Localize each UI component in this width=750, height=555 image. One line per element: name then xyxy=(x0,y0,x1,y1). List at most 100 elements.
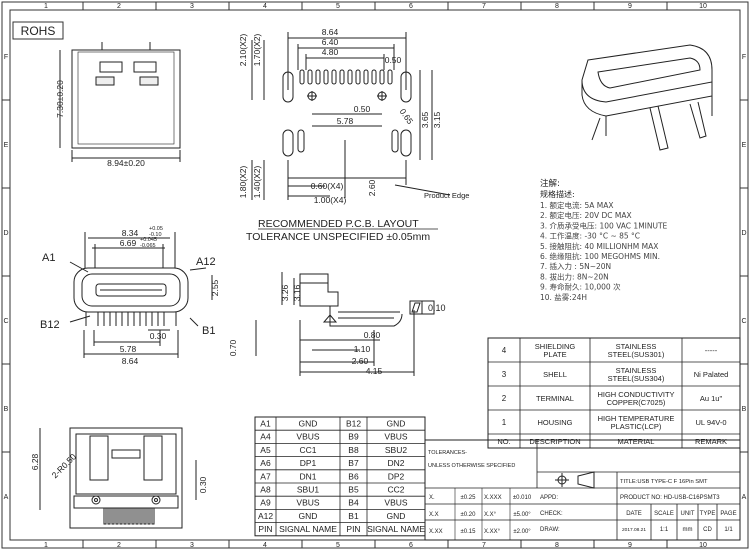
tol-value: ±0.010 xyxy=(513,495,532,501)
zone-row-right-A: A xyxy=(742,494,747,501)
rohs-box xyxy=(12,21,64,40)
zone-row-D: D xyxy=(3,230,8,237)
bom-header-material: MATERIAL xyxy=(618,437,655,446)
zone-row-C: C xyxy=(3,318,8,325)
pin-header: PIN xyxy=(346,524,360,534)
tb-unless: UNLESS OTHERWISE SPECIFIED xyxy=(428,463,515,469)
zone-col-bottom-3: 3 xyxy=(190,542,194,549)
zone-row-right-B: B xyxy=(742,406,747,413)
pin-cell: DN2 xyxy=(387,458,404,468)
pin-cell: B4 xyxy=(348,498,359,508)
pin-cell: B12 xyxy=(346,419,361,429)
pin-cell: B5 xyxy=(348,485,359,495)
dim-3-15: 3.15 xyxy=(432,111,442,128)
pin-cell: B6 xyxy=(348,471,359,481)
zone-col-5: 5 xyxy=(336,3,340,10)
zone-col-2: 2 xyxy=(117,3,121,10)
pin-cell: SBU1 xyxy=(297,485,319,495)
pcb-layout xyxy=(251,32,451,200)
zone-col-bottom-1: 1 xyxy=(44,542,48,549)
note-item: 3. 介质承受电压: 100 VAC 1MINUTE xyxy=(540,220,668,230)
dim-5-78-front: 5.78 xyxy=(120,344,137,354)
tol-value: ±0.20 xyxy=(461,512,477,518)
pin-label-a1: A1 xyxy=(42,252,55,264)
dim-1-40: 1.40(X2) xyxy=(252,166,262,199)
pin-cell: B9 xyxy=(348,432,359,442)
zone-col-6: 6 xyxy=(409,3,413,10)
dim-6-69: 6.69 xyxy=(120,238,137,248)
note-item: 9. 寿命耐久: 10,000 次 xyxy=(540,282,621,292)
dim-1-00: 1.00(X4) xyxy=(314,195,347,205)
top-view xyxy=(59,42,181,162)
pin-cell: B1 xyxy=(348,511,359,521)
note-item: 8. 拔出力: 8N~20N xyxy=(540,271,609,281)
tol-label: X. xyxy=(429,495,435,501)
inner-frame xyxy=(9,9,741,541)
bom-no: 1 xyxy=(502,418,507,427)
dim-5-78-pcb: 5.78 xyxy=(337,116,354,126)
side-view xyxy=(255,272,435,376)
zone-col-bottom-2: 2 xyxy=(117,542,121,549)
pin-cell: SBU2 xyxy=(385,445,407,455)
pin-label-b1: B1 xyxy=(202,325,215,337)
note-item: 2. 额定电压: 20V DC MAX xyxy=(540,210,632,220)
flatness-value: 0.10 xyxy=(428,303,446,313)
pin-cell: A7 xyxy=(260,471,271,481)
dim-7-30: 7.30±0.20 xyxy=(55,80,65,118)
zone-row-B: B xyxy=(4,406,9,413)
bom-no: 3 xyxy=(502,370,507,379)
zone-col-3: 3 xyxy=(190,3,194,10)
bom-remark: UL 94V-0 xyxy=(696,418,727,427)
front-view xyxy=(69,232,213,358)
zone-row-right-C: C xyxy=(741,318,746,325)
pin-cell: A4 xyxy=(260,432,271,442)
zone-row-E: E xyxy=(4,142,9,149)
note-item: 1. 额定电流: 5A MAX xyxy=(540,200,613,210)
dim-6-28: 6.28 xyxy=(30,453,40,470)
zone-col-1: 1 xyxy=(44,3,48,10)
dim-6-69-tol-dn: -0.065 xyxy=(140,243,156,249)
rohs-label: ROHS xyxy=(21,24,56,38)
pin-cell: A9 xyxy=(260,498,271,508)
dim-3-26: 3.26 xyxy=(280,284,290,301)
dim-3-16: 3.16 xyxy=(292,284,302,301)
bom-no: 2 xyxy=(502,394,507,403)
dim-0-30-front: 0.30 xyxy=(150,331,167,341)
dim-8-34: 8.34 xyxy=(122,228,139,238)
pin-cell: CC2 xyxy=(387,485,404,495)
notes-title: 注解: xyxy=(540,178,560,189)
pin-header: PIN xyxy=(258,524,272,534)
dim-2-10: 2.10(X2) xyxy=(238,34,248,67)
pin-cell: DP1 xyxy=(300,458,317,468)
product-edge-label: Product Edge xyxy=(424,191,469,200)
tb-val: 2017.08.21 xyxy=(622,527,646,533)
bom-header-remark: REMARK xyxy=(695,437,727,446)
tb-appd: APPD: xyxy=(540,495,558,501)
dim-0-50-top: 0.50 xyxy=(385,55,402,65)
zone-col-9: 9 xyxy=(628,3,632,10)
pin-cell: VBUS xyxy=(384,498,407,508)
dim-0-80: 0.80 xyxy=(364,330,381,340)
tb-product-no: PRODUCT NO: HD-USB-C16PSMT3 xyxy=(620,495,720,501)
note-item: 5. 接触阻抗: 40 MILLIONHM MAX xyxy=(540,241,658,251)
pin-header: SIGNAL NAME xyxy=(367,524,425,534)
dim-8-34-tol-dn: -0.10 xyxy=(149,232,162,238)
pin-cell: GND xyxy=(299,511,318,521)
isometric-view xyxy=(581,44,713,151)
tb-col-page: PAGE xyxy=(720,511,736,517)
pin-cell: GND xyxy=(299,419,318,429)
note-item: 7. 插入力 : 5N~20N xyxy=(540,261,611,271)
dim-2-60-side: 2.60 xyxy=(352,356,369,366)
tol-label: X.XX xyxy=(429,529,443,535)
bom-remark: ----- xyxy=(705,346,718,355)
pin-cell: A8 xyxy=(260,485,271,495)
pin-cell: B8 xyxy=(348,445,359,455)
zone-col-bottom-10: 10 xyxy=(699,542,707,549)
tb-col-date: DATE xyxy=(626,511,642,517)
